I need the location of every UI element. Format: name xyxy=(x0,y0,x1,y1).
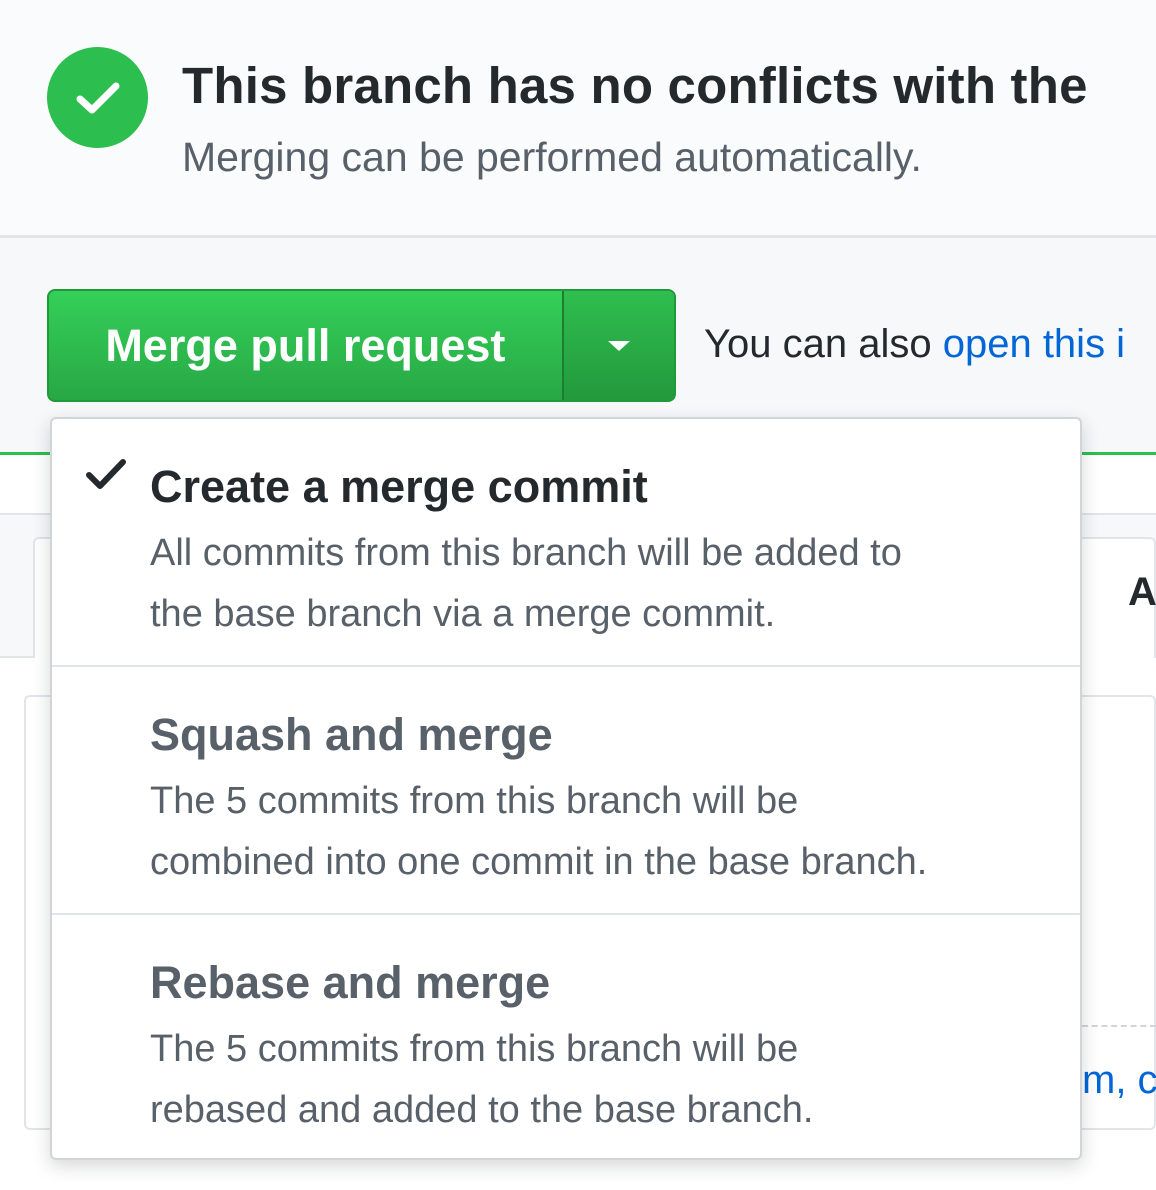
status-subtitle: Merging can be performed automatically. xyxy=(182,134,922,180)
background-link-fragment[interactable]: m, c xyxy=(1082,1058,1156,1102)
menu-item-description: All commits from this branch will be add… xyxy=(150,523,1060,645)
menu-item-description-line: rebased and added to the base branch. xyxy=(150,1089,814,1131)
divider xyxy=(0,235,1156,238)
dashed-divider xyxy=(1082,1025,1156,1027)
tab-label-fragment: A xyxy=(1128,570,1156,614)
menu-item-rebase-and-merge[interactable]: Rebase and merge The 5 commits from this… xyxy=(52,913,1080,1160)
menu-item-description-line: The 5 commits from this branch will be xyxy=(150,1028,799,1070)
checkmark-icon xyxy=(86,459,126,489)
menu-item-description-line: All commits from this branch will be add… xyxy=(150,532,902,574)
caret-down-icon xyxy=(607,340,630,351)
menu-item-description-line: combined into one commit in the base bra… xyxy=(150,841,928,883)
merge-method-dropdown-button[interactable] xyxy=(561,291,674,400)
menu-item-create-merge-commit[interactable]: Create a merge commit All commits from t… xyxy=(52,419,1080,665)
status-title: This branch has no conflicts with the xyxy=(182,57,1088,114)
menu-item-title: Create a merge commit xyxy=(150,461,648,512)
check-circle-icon xyxy=(47,47,148,148)
menu-item-title: Rebase and merge xyxy=(150,957,551,1008)
merge-button-group: Merge pull request xyxy=(47,289,676,402)
menu-item-squash-and-merge[interactable]: Squash and merge The 5 commits from this… xyxy=(52,665,1080,913)
menu-item-description: The 5 commits from this branch will be r… xyxy=(150,1019,1060,1141)
alternate-instructions: You can also open this i xyxy=(704,322,1125,367)
merge-pull-request-button[interactable]: Merge pull request xyxy=(105,319,506,371)
menu-item-description-line: The 5 commits from this branch will be xyxy=(150,780,799,822)
menu-item-description-line: the base branch via a merge commit. xyxy=(150,593,776,635)
merge-status-panel: This branch has no conflicts with the Me… xyxy=(0,0,1156,236)
alternate-instructions-text: You can also xyxy=(704,322,943,366)
menu-item-title: Squash and merge xyxy=(150,709,553,760)
merge-method-menu: Create a merge commit All commits from t… xyxy=(50,417,1082,1160)
open-in-desktop-link[interactable]: open this i xyxy=(942,322,1126,366)
menu-item-description: The 5 commits from this branch will be c… xyxy=(150,771,1060,893)
